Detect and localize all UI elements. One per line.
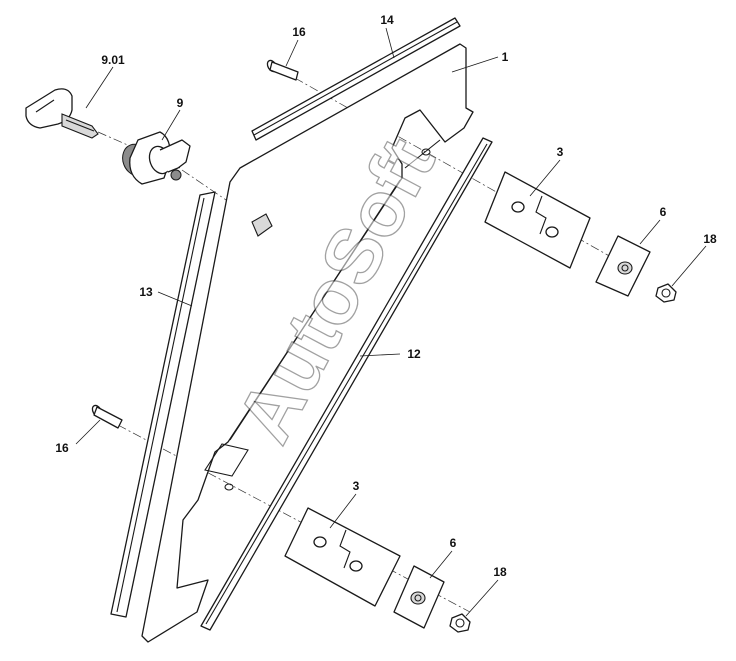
callout-6-lower: 6 (450, 536, 457, 550)
callout-18-upper: 18 (703, 232, 717, 246)
part-12-strip (200, 137, 493, 631)
part-9-lock-cylinder (122, 131, 191, 185)
part-18-nut-upper (655, 283, 677, 303)
part-3-hinge-upper (484, 171, 591, 269)
callout-1: 1 (502, 50, 509, 64)
callout-18-lower: 18 (493, 565, 507, 579)
callout-16-lower: 16 (55, 441, 69, 455)
part-18-nut-lower (449, 613, 471, 633)
part-14-strip (251, 17, 461, 141)
part-13-strip (110, 191, 216, 618)
callout-6-upper: 6 (660, 205, 667, 219)
callout-14: 14 (380, 13, 394, 27)
part-3-hinge-lower (284, 507, 401, 607)
part-16-bolt-upper (266, 59, 299, 81)
callout-3-lower: 3 (353, 479, 360, 493)
callout-labels: 9.01 9 16 14 1 3 6 18 13 12 16 3 6 18 (55, 13, 717, 579)
part-1-panel (141, 43, 474, 643)
part-6-plate-lower (393, 565, 445, 629)
callout-9: 9 (177, 96, 184, 110)
callout-13: 13 (139, 285, 153, 299)
part-16-bolt-lower (91, 404, 123, 429)
part-9-01-key (25, 88, 99, 139)
part-6-plate-upper (595, 235, 651, 297)
callout-3-upper: 3 (557, 145, 564, 159)
callout-9-01: 9.01 (101, 53, 125, 67)
leader-lines (75, 27, 707, 617)
callout-16-upper: 16 (292, 25, 306, 39)
callout-12: 12 (407, 347, 421, 361)
